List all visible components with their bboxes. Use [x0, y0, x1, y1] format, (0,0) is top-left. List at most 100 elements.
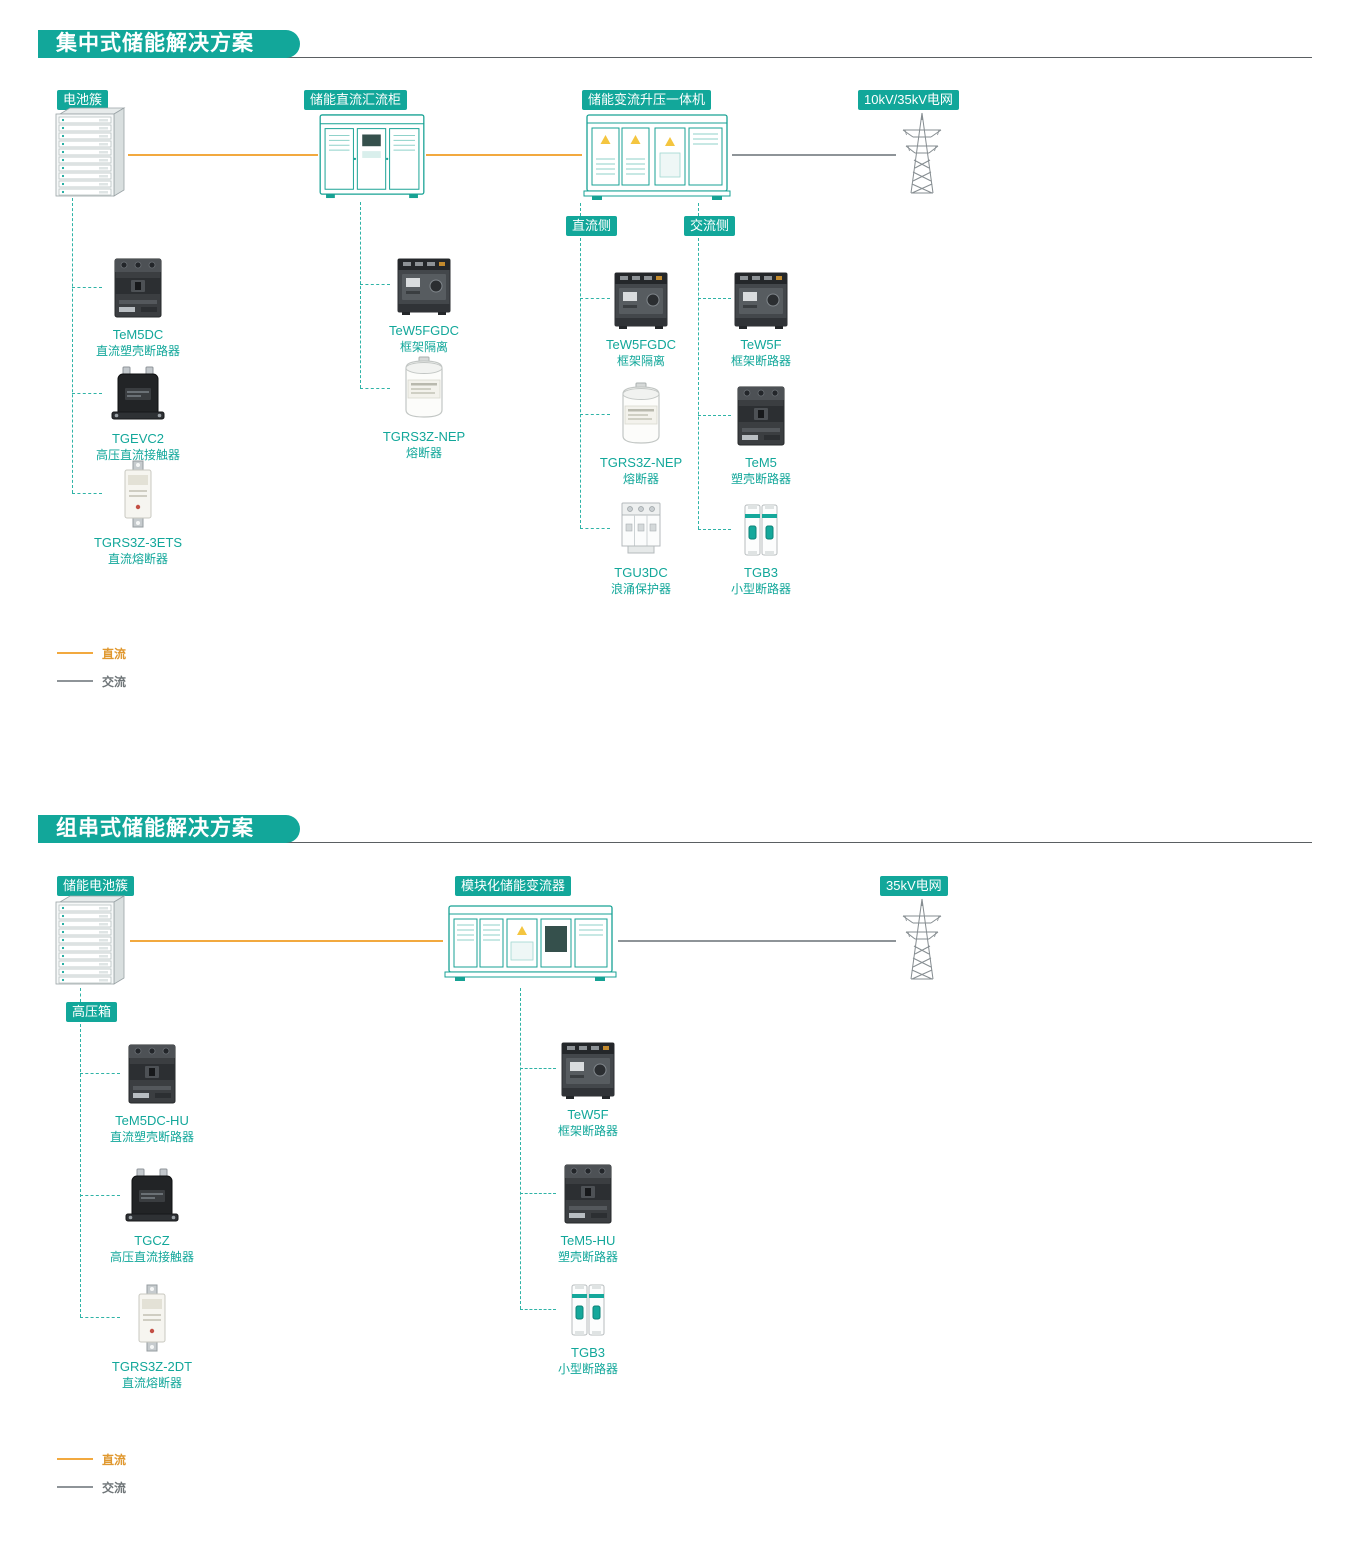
- branch-line-dc-side: [580, 238, 581, 528]
- ac-line-swatch: [57, 1486, 93, 1488]
- battery-rack-icon: [52, 894, 128, 986]
- node-label-grid-35kv: 35kV电网: [880, 876, 948, 896]
- branch-stub: [698, 415, 731, 416]
- branch-line-ac-side: [698, 238, 699, 529]
- section2-title-bar: 组串式储能解决方案: [38, 815, 300, 843]
- product-tgrs3z-nep-cabinet: TGRS3Z-NEP 熔断器: [369, 356, 479, 460]
- branch-stub: [72, 493, 102, 494]
- legend-dc-label: 直流: [102, 1452, 127, 1467]
- product-tem5dc-hu: TeM5DC-HU 直流塑壳断路器: [97, 1042, 207, 1144]
- product-tgrs3z-3ets: TGRS3Z-3ETS 直流熔断器: [83, 460, 193, 566]
- product-desc: 直流塑壳断路器: [95, 344, 180, 358]
- branch-stub: [520, 1309, 556, 1310]
- dc-line-swatch: [57, 1458, 93, 1460]
- branch-line-cabinet: [360, 202, 361, 388]
- node-label-modular-pcs: 模块化储能变流器: [455, 876, 572, 896]
- product-tew5f-ac: TeW5F 框架断路器: [706, 268, 816, 368]
- branch-line-battery-s2: [80, 1024, 81, 1317]
- product-name: TGRS3Z-NEP: [382, 429, 466, 444]
- blade-fuse-icon: [118, 460, 158, 528]
- product-desc: 直流熔断器: [121, 1376, 182, 1390]
- product-tem5dc: TeM5DC 直流塑壳断路器: [83, 256, 193, 358]
- legend-dc: 直流: [57, 1452, 127, 1467]
- product-desc: 熔断器: [622, 472, 659, 486]
- branch-stub: [360, 388, 390, 389]
- product-name: TGB3: [744, 565, 778, 580]
- mccb-icon: [731, 384, 791, 448]
- node-label-dc-combiner: 储能直流汇流柜: [304, 90, 408, 110]
- acb-icon: [394, 254, 454, 316]
- branch-stub: [80, 1073, 120, 1074]
- ac-line-swatch: [57, 680, 93, 682]
- dc-combiner-cabinet-icon: [318, 112, 426, 200]
- branch-stub: [520, 1068, 556, 1069]
- legend-dc-label: 直流: [102, 646, 127, 661]
- branch-stub: [360, 284, 390, 285]
- grid-tower-icon: [896, 110, 948, 196]
- legend-ac: 交流: [57, 1480, 126, 1495]
- dc-line-swatch: [57, 652, 93, 654]
- section1-divider: [38, 57, 1312, 58]
- dc-connection-line-1: [128, 154, 318, 156]
- ac-connection-line-1: [732, 154, 896, 156]
- branch-line-converter-s2: [520, 988, 521, 1309]
- branch-stub: [80, 1317, 120, 1318]
- branch-stub: [80, 1195, 120, 1196]
- product-desc: 浪涌保护器: [610, 582, 671, 596]
- mccb-icon: [558, 1162, 618, 1226]
- dc-connection-line-3: [130, 940, 443, 942]
- product-tgcz: TGCZ 高压直流接触器: [97, 1166, 207, 1264]
- product-desc: 高压直流接触器: [95, 448, 180, 462]
- branch-stub: [698, 529, 731, 530]
- product-name: TeM5-HU: [560, 1233, 616, 1248]
- product-desc: 高压直流接触器: [109, 1250, 194, 1264]
- product-name: TeM5DC: [112, 327, 164, 342]
- product-desc: 小型断路器: [557, 1362, 618, 1376]
- product-tew5f-s2: TeW5F 框架断路器: [533, 1038, 643, 1138]
- branch-stub: [72, 287, 102, 288]
- spd-icon: [618, 500, 664, 558]
- dc-connection-line-2: [426, 154, 582, 156]
- branch-stub: [580, 203, 581, 216]
- branch-stub: [72, 393, 102, 394]
- branch-stub: [580, 414, 610, 415]
- branch-label-ac-side: 交流侧: [684, 216, 736, 236]
- mccb-icon: [122, 1042, 182, 1106]
- battery-rack-icon: [52, 106, 128, 198]
- product-name: TGU3DC: [614, 565, 668, 580]
- product-desc: 小型断路器: [730, 582, 791, 596]
- cylinder-fuse-icon: [396, 356, 452, 422]
- product-desc: 塑壳断路器: [730, 472, 791, 486]
- acb-icon: [611, 268, 671, 330]
- product-name: TeM5DC-HU: [115, 1113, 189, 1128]
- contactor-icon: [110, 364, 166, 424]
- product-tgrs3z-2dt: TGRS3Z-2DT 直流熔断器: [97, 1284, 207, 1390]
- pcs-booster-icon: [582, 107, 732, 203]
- branch-stub: [698, 298, 731, 299]
- product-name: TGRS3Z-3ETS: [93, 535, 183, 550]
- product-name: TeW5FGDC: [605, 337, 677, 352]
- branch-line-battery: [72, 198, 73, 493]
- product-name: TeW5F: [740, 337, 782, 352]
- product-name: TeW5F: [567, 1107, 609, 1122]
- product-name: TGB3: [571, 1345, 605, 1360]
- product-name: TeM5: [745, 455, 777, 470]
- product-desc: 直流塑壳断路器: [109, 1130, 194, 1144]
- product-tem5-hu: TeM5-HU 塑壳断路器: [533, 1162, 643, 1264]
- node-label-storage-battery-cluster: 储能电池簇: [57, 876, 135, 896]
- node-label-battery-cluster: 电池簇: [57, 90, 109, 110]
- product-tew5fgdc-dc: TeW5FGDC 框架隔离: [586, 268, 696, 368]
- branch-stub: [80, 988, 81, 1002]
- mcb-icon: [567, 1282, 609, 1338]
- product-name: TGEVC2: [111, 431, 164, 446]
- branch-stub: [580, 298, 610, 299]
- blade-fuse-icon: [132, 1284, 172, 1352]
- product-name: TGCZ: [134, 1233, 170, 1248]
- product-name: TeW5FGDC: [388, 323, 460, 338]
- section2-divider: [38, 842, 1312, 843]
- branch-label-dc-side: 直流侧: [566, 216, 618, 236]
- product-tgu3dc: TGU3DC 浪涌保护器: [586, 500, 696, 596]
- product-desc: 框架断路器: [557, 1124, 618, 1138]
- branch-stub: [520, 1193, 556, 1194]
